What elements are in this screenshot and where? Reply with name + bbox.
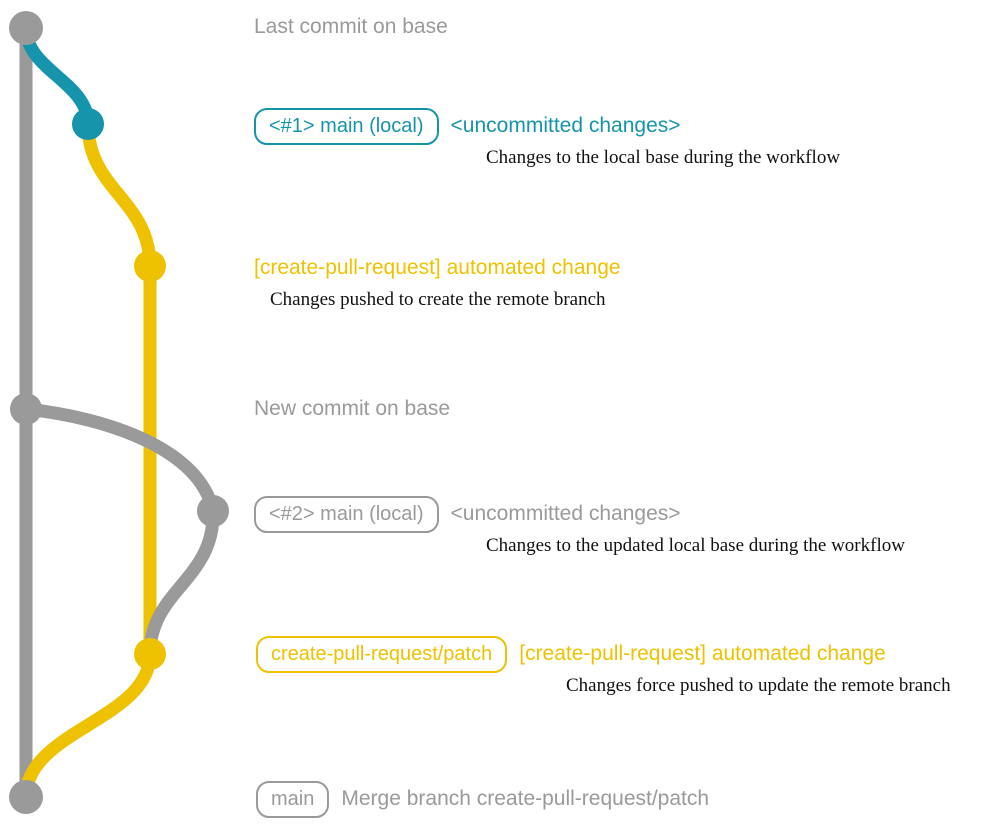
commit-subject-remote-1: [create-pull-request] automated change: [254, 256, 621, 279]
edge-local-1-to-remote-1: [81, 117, 157, 273]
node-local-2[interactable]: [197, 495, 229, 527]
node-base-last[interactable]: [9, 11, 43, 45]
commit-subject-base-new: New commit on base: [254, 397, 451, 420]
node-base-new[interactable]: [10, 393, 42, 425]
commit-row-base-merge: main Merge branch create-pull-request/pa…: [256, 781, 709, 818]
commit-detail-remote-2: Changes force pushed to update the remot…: [566, 675, 951, 696]
node-remote-1[interactable]: [134, 250, 166, 282]
branch-tag-local-2[interactable]: <#2> main (local): [254, 496, 439, 533]
branch-tag-main[interactable]: main: [256, 781, 330, 818]
commit-subject-base-merge: Merge branch create-pull-request/patch: [341, 787, 710, 810]
commit-subject-remote-2: [create-pull-request] automated change: [519, 642, 886, 665]
branch-tag-local-1[interactable]: <#1> main (local): [254, 108, 439, 145]
commit-detail-remote-1: Changes pushed to create the remote bran…: [270, 289, 606, 310]
node-remote-2[interactable]: [134, 638, 166, 670]
commit-row-remote-2: create-pull-request/patch [create-pull-r…: [256, 636, 886, 673]
commit-subject-local-1: <uncommitted changes>: [450, 114, 681, 137]
node-local-1[interactable]: [72, 108, 104, 140]
node-base-merge[interactable]: [9, 780, 43, 814]
commit-detail-local-1: Changes to the local base during the wor…: [486, 147, 841, 168]
commit-row-local-2: <#2> main (local) <uncommitted changes>: [254, 496, 681, 533]
commit-row-local-1: <#1> main (local) <uncommitted changes>: [254, 108, 681, 145]
edge-base-new-to-local-2: [19, 402, 220, 518]
commit-subject-base-last: Last commit on base: [254, 15, 448, 38]
commit-subject-local-2: <uncommitted changes>: [450, 502, 681, 525]
edge-remote-2-to-merge: [19, 647, 157, 804]
edge-local-2-to-remote-2: [143, 504, 220, 661]
commit-detail-local-2: Changes to the updated local base during…: [486, 535, 905, 556]
branch-tag-remote-2[interactable]: create-pull-request/patch: [256, 636, 508, 673]
commit-nodes: [9, 11, 229, 814]
